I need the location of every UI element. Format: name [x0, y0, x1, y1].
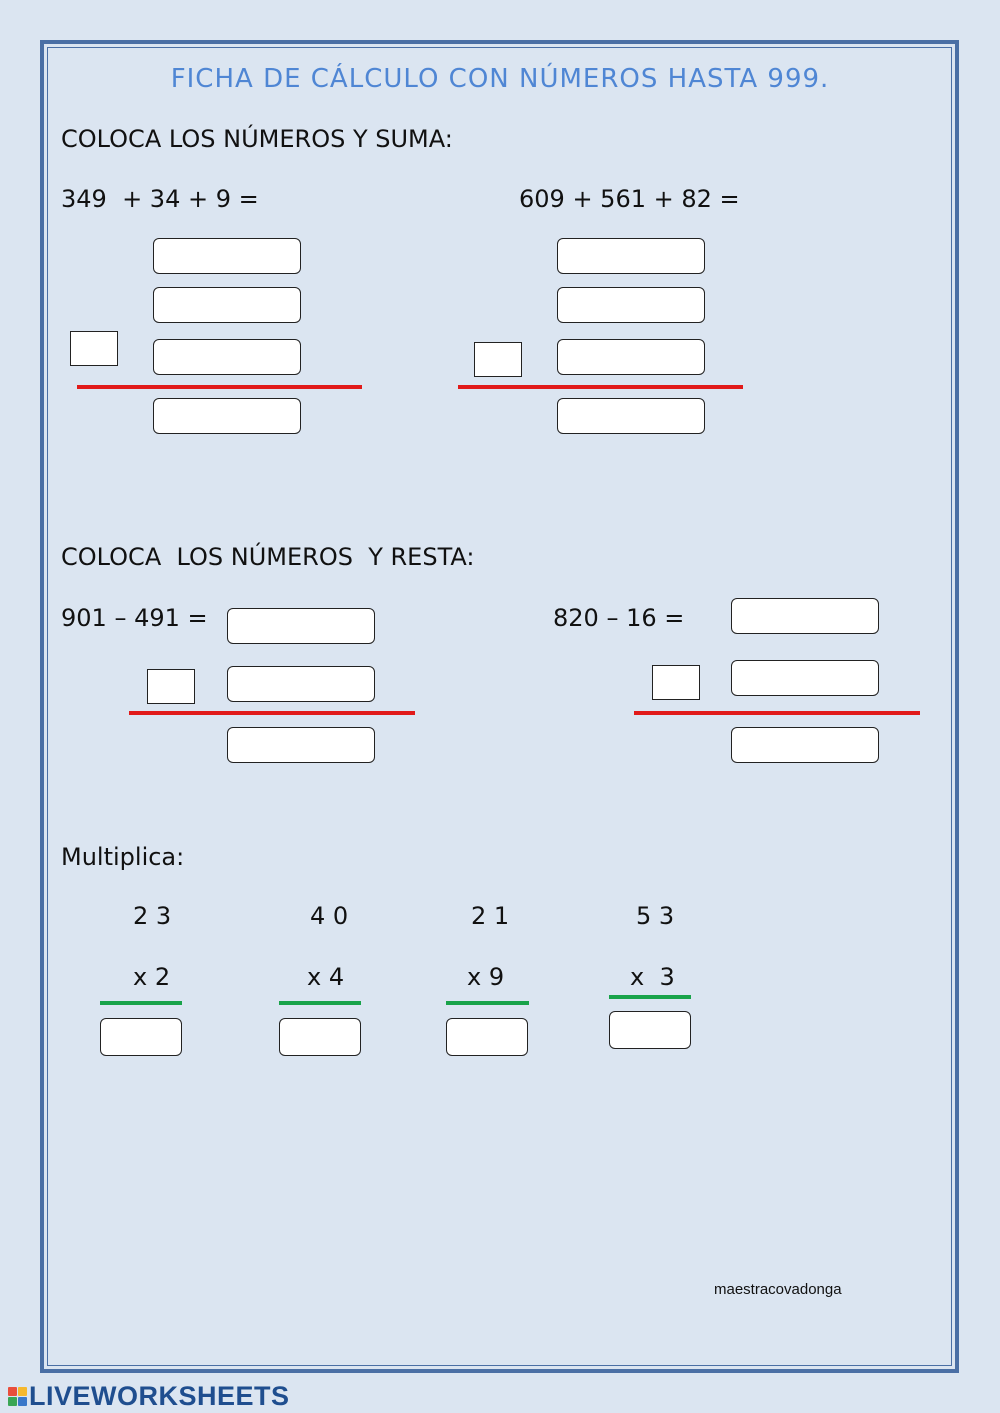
page-frame-inner	[47, 47, 952, 1366]
sum-exercise-2: 609 + 561 + 82 =	[519, 185, 740, 213]
sum-heading: COLOCA LOS NÚMEROS Y SUMA:	[61, 125, 453, 153]
sum-exercise-1: 349 + 34 + 9 =	[61, 185, 259, 213]
mult2-bottom: x 4	[307, 963, 345, 991]
mult4-bottom: x 3	[630, 963, 675, 991]
author-signature: maestracovadonga	[714, 1281, 842, 1298]
mult1-result-input[interactable]	[100, 1018, 182, 1056]
sum2-addend3-input[interactable]	[557, 339, 705, 375]
sum2-carry-input[interactable]	[474, 342, 522, 377]
sub-exercise-2: 820 – 16 =	[553, 604, 685, 632]
mult1-bottom: x 2	[133, 963, 171, 991]
mult3-result-input[interactable]	[446, 1018, 528, 1056]
sub1-subtrahend-input[interactable]	[227, 666, 375, 702]
mult3-bottom: x 9	[467, 963, 505, 991]
sub1-result-line	[129, 711, 415, 715]
sub2-borrow-input[interactable]	[652, 665, 700, 700]
sub2-minuend-input[interactable]	[731, 598, 879, 634]
mult2-line	[279, 1001, 361, 1005]
sub2-subtrahend-input[interactable]	[731, 660, 879, 696]
mult3-line	[446, 1001, 529, 1005]
liveworksheets-logo-icon	[8, 1387, 27, 1406]
page-frame-outer	[40, 40, 959, 1373]
sub1-result-input[interactable]	[227, 727, 375, 763]
sum1-result-line	[77, 385, 362, 389]
sub2-result-input[interactable]	[731, 727, 879, 763]
sum2-result-line	[458, 385, 743, 389]
mult-heading: Multiplica:	[61, 843, 185, 871]
mult2-top: 4 0	[310, 902, 349, 930]
mult1-top: 2 3	[133, 902, 172, 930]
worksheet-title: FICHA DE CÁLCULO CON NÚMEROS HASTA 999.	[170, 64, 830, 94]
sum2-addend1-input[interactable]	[557, 238, 705, 274]
sub-heading: COLOCA LOS NÚMEROS Y RESTA:	[61, 543, 475, 571]
liveworksheets-brand-text: LIVEWORKSHEETS	[29, 1381, 290, 1411]
sum2-addend2-input[interactable]	[557, 287, 705, 323]
mult1-line	[100, 1001, 182, 1005]
mult4-line	[609, 995, 691, 999]
mult2-result-input[interactable]	[279, 1018, 361, 1056]
sum1-result-input[interactable]	[153, 398, 301, 434]
mult4-top: 5 3	[636, 902, 675, 930]
mult3-top: 2 1	[471, 902, 510, 930]
sub-exercise-1: 901 – 491 =	[61, 604, 208, 632]
liveworksheets-logo: LIVEWORKSHEETS	[8, 1381, 290, 1412]
mult4-result-input[interactable]	[609, 1011, 691, 1049]
sum1-addend1-input[interactable]	[153, 238, 301, 274]
sum1-carry-input[interactable]	[70, 331, 118, 366]
sum1-addend3-input[interactable]	[153, 339, 301, 375]
sub2-result-line	[634, 711, 920, 715]
sum1-addend2-input[interactable]	[153, 287, 301, 323]
sub1-borrow-input[interactable]	[147, 669, 195, 704]
sub1-minuend-input[interactable]	[227, 608, 375, 644]
sum2-result-input[interactable]	[557, 398, 705, 434]
